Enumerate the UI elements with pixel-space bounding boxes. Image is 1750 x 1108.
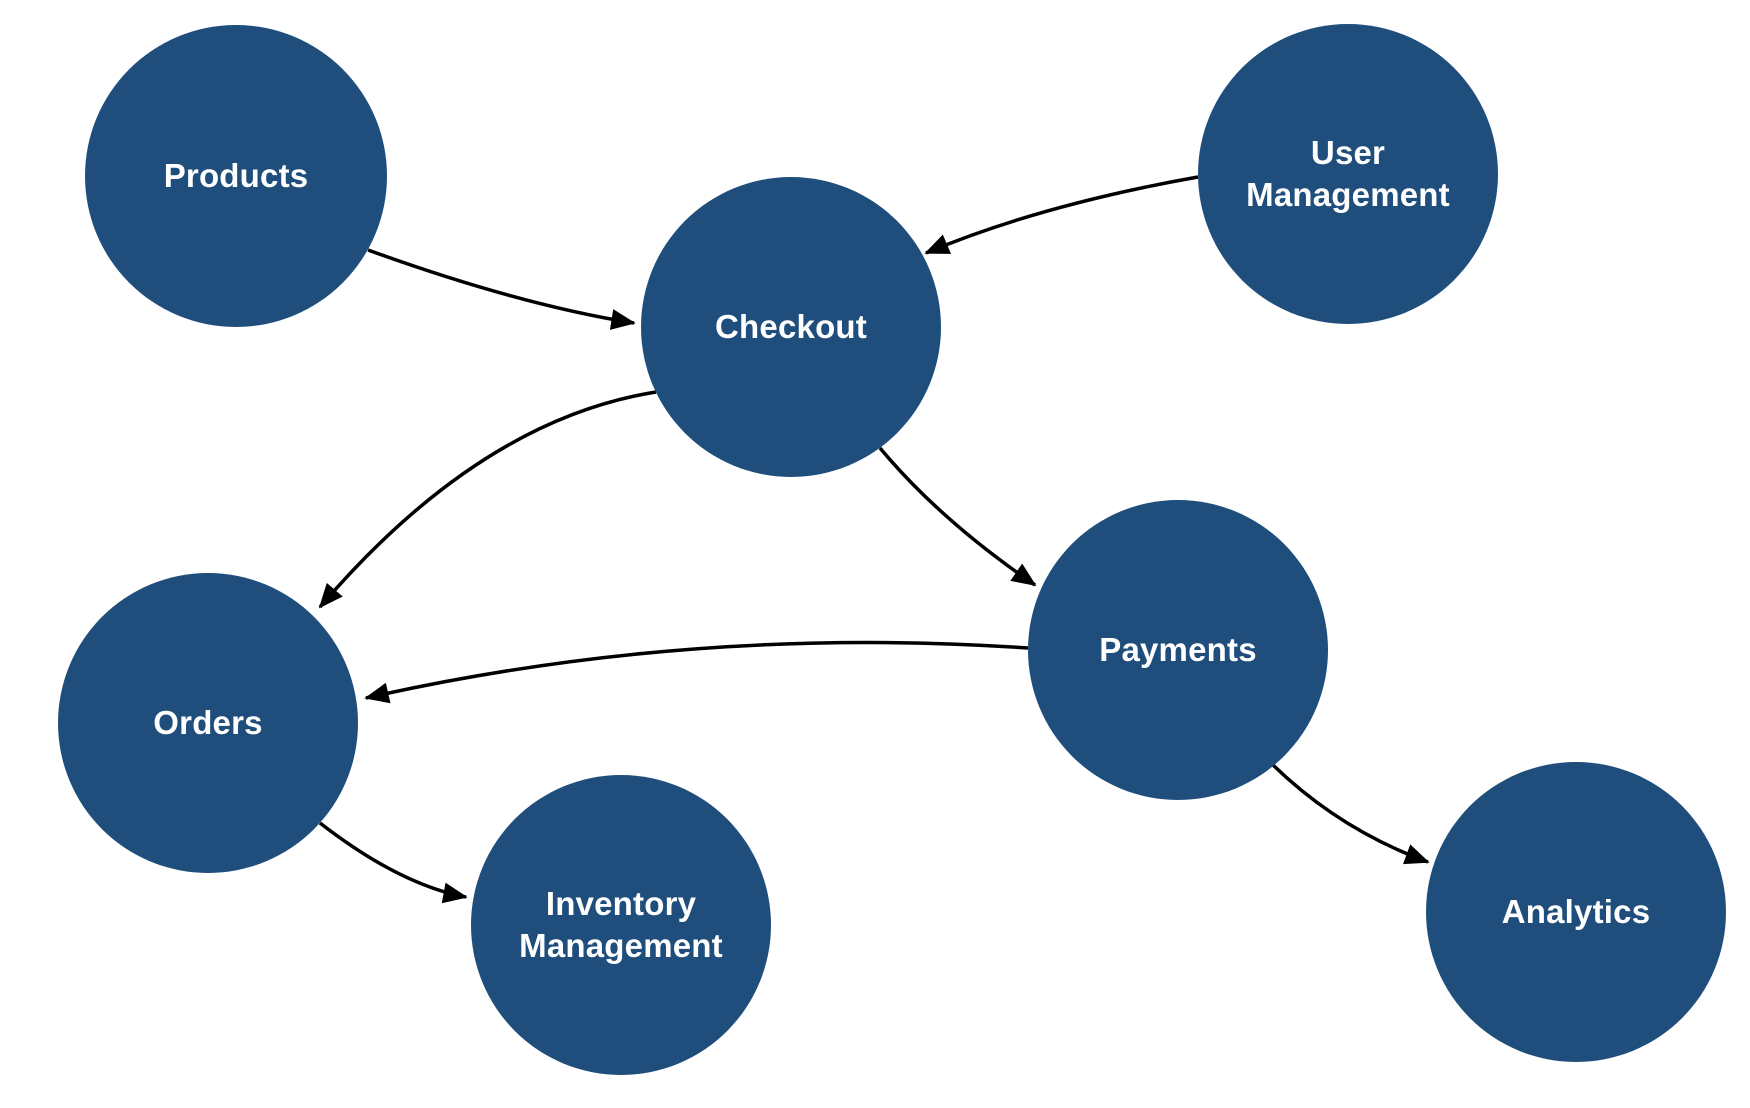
- edge-checkout-payments: [878, 446, 1037, 587]
- node-label-analytics: Analytics: [1501, 892, 1651, 930]
- edge-products-checkout: [367, 248, 636, 330]
- node-label-products: Products: [163, 156, 309, 194]
- node-label-orders: Orders: [153, 703, 263, 741]
- edge-user-management-checkout: [924, 175, 1199, 255]
- node-label-user-management: User Management: [1246, 133, 1450, 213]
- edge-checkout-orders: [318, 390, 657, 609]
- node-payments[interactable]: Payments: [1028, 500, 1328, 800]
- edge-payments-orders: [364, 640, 1029, 704]
- edge-orders-inventory-management: [318, 821, 468, 904]
- node-checkout[interactable]: Checkout: [641, 177, 941, 477]
- node-products[interactable]: Products: [85, 25, 387, 327]
- node-analytics[interactable]: Analytics: [1426, 762, 1726, 1062]
- node-inventory-management[interactable]: Inventory Management: [471, 775, 771, 1075]
- node-label-checkout: Checkout: [715, 307, 867, 345]
- node-label-payments: Payments: [1099, 630, 1257, 668]
- edge-payments-analytics: [1271, 763, 1430, 865]
- node-label-inventory-management: Inventory Management: [519, 884, 723, 964]
- node-user-management[interactable]: User Management: [1198, 24, 1498, 324]
- node-orders[interactable]: Orders: [58, 573, 358, 873]
